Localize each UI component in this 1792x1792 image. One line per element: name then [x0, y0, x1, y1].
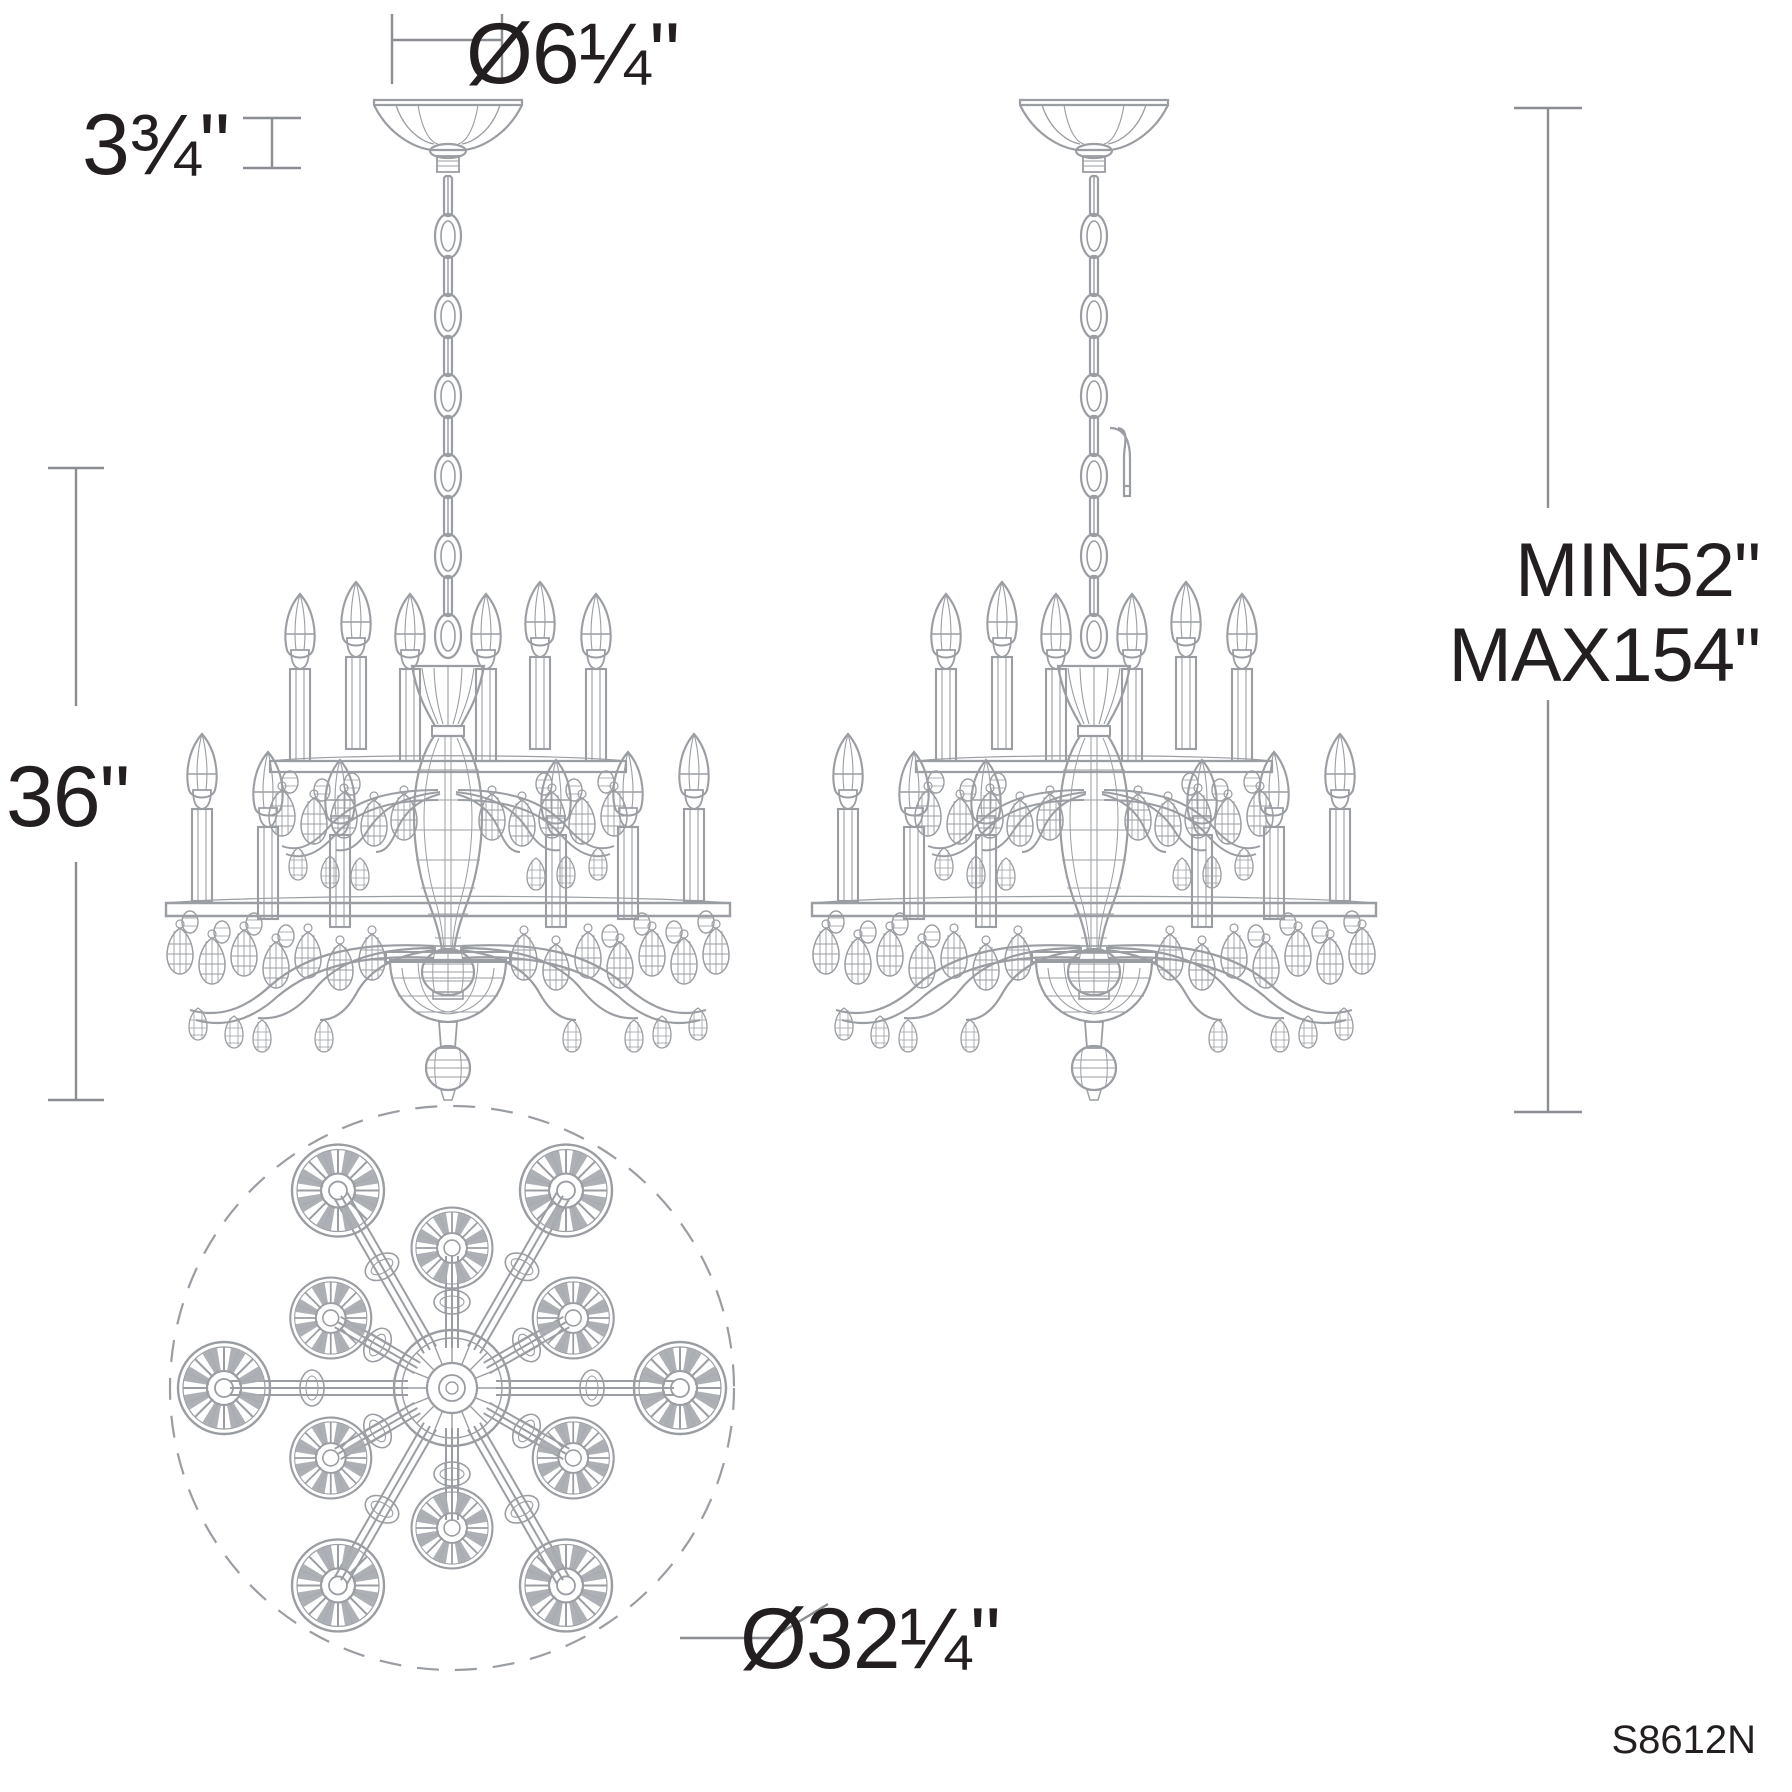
plan-outer-dashed-circle [168, 1104, 736, 1672]
dimension-line-canopy-height [243, 116, 301, 170]
plan-bobeche-outer [176, 1143, 728, 1633]
dimension-label-plan-diameter: Ø32¼" [740, 1591, 1001, 1687]
plan-center-hub [392, 1328, 512, 1448]
dimension-label-max-height: MAX154" [1448, 613, 1761, 699]
dimension-line-body-height [48, 466, 104, 1102]
dimension-line-overall-height [1514, 106, 1582, 1114]
dimension-label-canopy-diameter: Ø6¼" [466, 6, 680, 102]
elevation-view-left [166, 100, 730, 1100]
plan-view [168, 1104, 736, 1672]
plan-arms [230, 1191, 674, 1585]
dimension-label-min-height: MIN52" [1515, 528, 1761, 613]
model-number: S8612N [1611, 1718, 1756, 1762]
elevation-view-right [812, 100, 1376, 1100]
dimension-label-overall-height-group: MIN52" MAX154" [1200, 528, 1761, 699]
leader-line-plan-diameter [680, 1602, 829, 1640]
dimension-line-canopy-diameter [390, 14, 504, 84]
dimension-label-canopy-height: 3¾" [82, 97, 230, 193]
dimension-label-body-height: 36" [6, 749, 130, 845]
chain-hook-icon [1109, 426, 1132, 498]
